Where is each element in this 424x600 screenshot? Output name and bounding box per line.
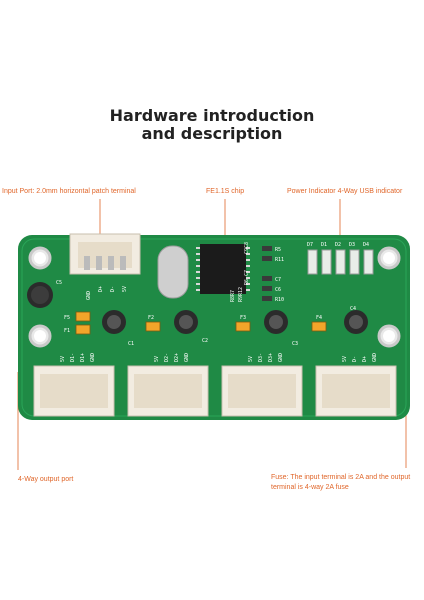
port-pin-label: D1+ (80, 353, 86, 362)
chip-side-label: C6 (275, 287, 281, 293)
cap-silk-label: C2 (202, 338, 208, 344)
port-pin-label: GND (184, 353, 190, 362)
port-pin-label: 5V (60, 356, 66, 362)
fuses (75, 311, 327, 335)
led-label: D1 (321, 242, 327, 248)
input-connector (69, 233, 141, 275)
port-pin-label: GND (278, 353, 284, 362)
fuse-silk-label: F1 (64, 328, 70, 334)
input-pin-label: D+ (98, 286, 104, 292)
cap-silk-label: C5 (56, 280, 62, 286)
port-pin-label: D3+ (268, 353, 274, 362)
mounting-holes (28, 246, 401, 348)
input-port-label: Input Port: 2.0mm horizontal patch termi… (2, 188, 136, 195)
port-pin-label: D1- (70, 353, 76, 362)
capacitor-c5 (27, 282, 53, 308)
led-label: D4 (363, 242, 369, 248)
fuse-label: Fuse: The input terminal is 2A and the o… (271, 474, 411, 491)
fuse-silk-label: F4 (316, 315, 322, 321)
led-label: D7 (307, 242, 313, 248)
port-pin-label: 5V (248, 356, 254, 362)
chip-side-label: R5 (275, 247, 281, 253)
page-title-line-2: and description (141, 124, 283, 143)
pcb-board (18, 235, 410, 420)
power-indicator-label: Power Indicator 4-Way USB indicator (287, 188, 403, 195)
fuse-silk-label: F2 (148, 315, 154, 321)
chip-side-label: R8R7 (230, 290, 236, 302)
port-pin-label: GND (372, 353, 378, 362)
capacitors (102, 310, 368, 334)
chip-side-label: C9C8 (244, 242, 250, 254)
cap-silk-label: C4 (350, 306, 356, 312)
fuse-silk-label: F5 (64, 315, 70, 321)
port-pin-label: GND (90, 353, 96, 362)
chip-side-label: R11 (275, 257, 284, 263)
chip-side-label: R10 (275, 297, 284, 303)
chip-label: FE1.1S chip (206, 188, 245, 195)
chip-side-label: R9R12 (238, 287, 244, 302)
fe11s-chip (196, 244, 250, 294)
port-pin-label: D+ (362, 356, 368, 362)
chip-side-label: R6 C7 (244, 270, 250, 285)
port-pin-label: D2+ (174, 353, 180, 362)
led-label: D3 (349, 242, 355, 248)
input-pin-label: GND (86, 291, 92, 300)
input-pin-label: D- (110, 286, 116, 292)
port-pin-label: 5V (342, 356, 348, 362)
output-connectors (33, 365, 397, 417)
chip-side-label: C7 (275, 277, 281, 283)
port-pin-label: D2- (164, 353, 170, 362)
crystal (157, 245, 189, 299)
output-port-label: 4-Way output port (18, 476, 74, 483)
port-pin-label: 5V (154, 356, 160, 362)
fuse-silk-label: F3 (240, 315, 246, 321)
port-pin-label: D3- (258, 353, 264, 362)
cap-silk-label: C3 (292, 341, 298, 347)
port-pin-label: D- (352, 356, 358, 362)
input-pin-label: 5V (122, 286, 128, 292)
page-title-line-1: Hardware introduction (109, 106, 315, 125)
led-label: D2 (335, 242, 341, 248)
cap-silk-label: C1 (128, 341, 134, 347)
usb-indicator-leds (307, 249, 374, 275)
